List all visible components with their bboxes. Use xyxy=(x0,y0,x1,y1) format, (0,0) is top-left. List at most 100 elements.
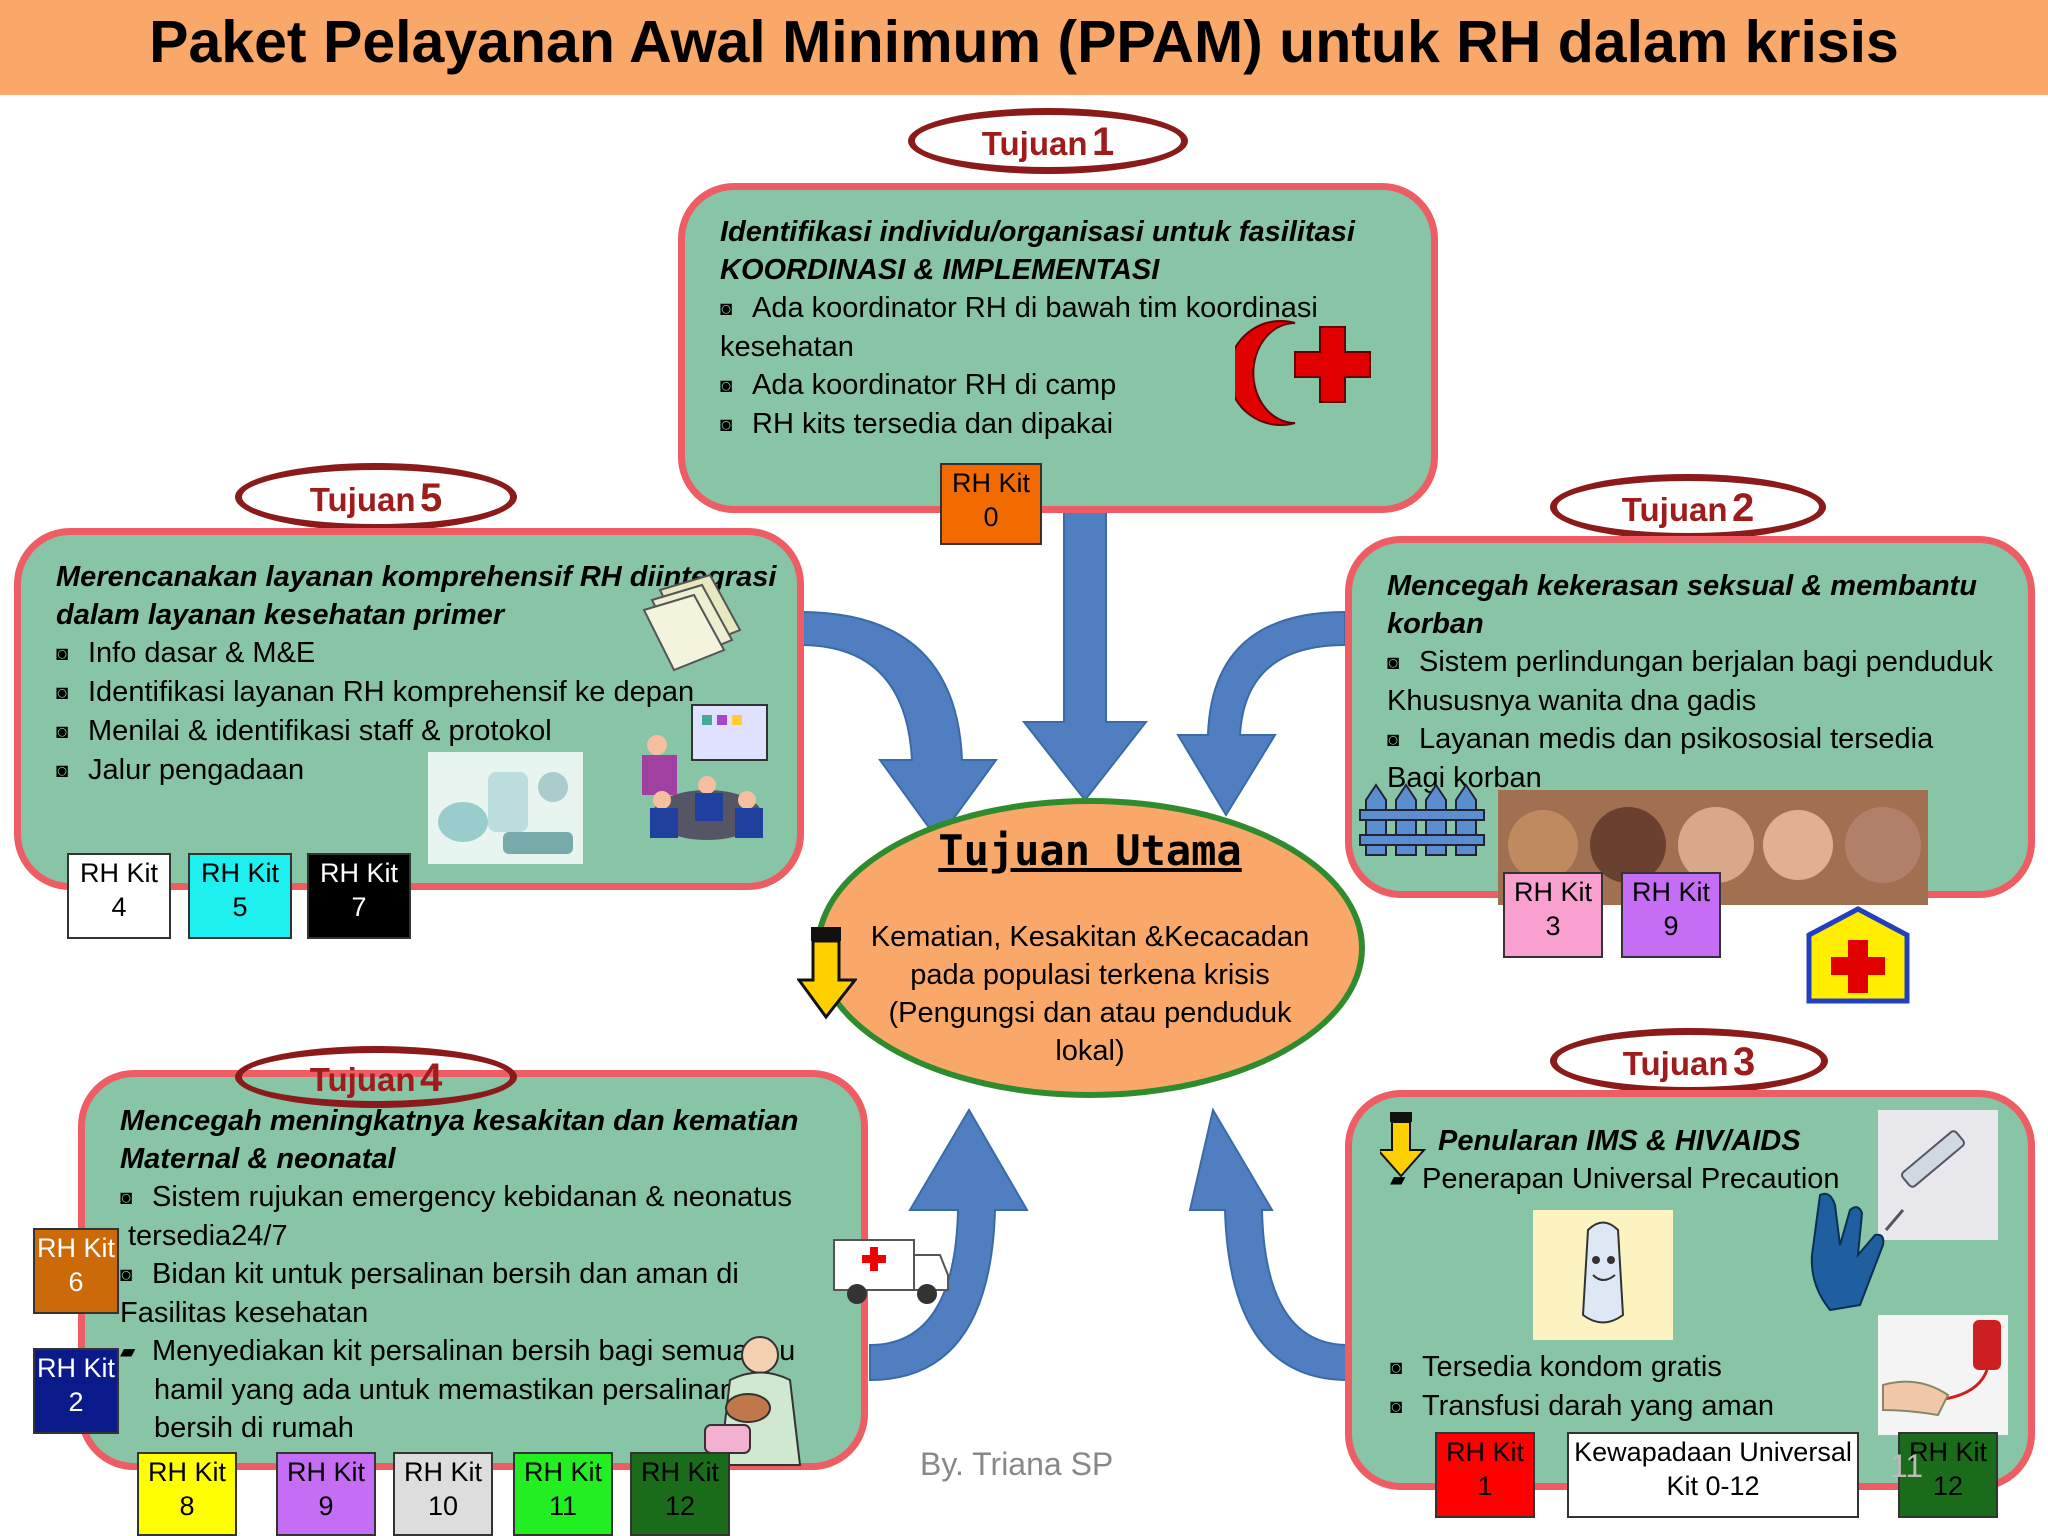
kit-2-label: RH Kit xyxy=(36,1353,115,1383)
goal5-item-3: Menilai & identifikasi staff & protokol xyxy=(88,715,552,747)
goal5-item-2: Identifikasi layanan RH komprehensif ke … xyxy=(88,676,695,708)
goal4-item-3-cont-1: hamil yang ada untuk memastikan persalin… xyxy=(154,1374,736,1406)
kit-8-num: 8 xyxy=(179,1491,195,1521)
kit-12b-num: 12 xyxy=(664,1491,696,1521)
kit-4-label: RH Kit xyxy=(79,858,158,888)
main-goal-ellipse xyxy=(815,798,1365,1098)
kit-6-label: RH Kit xyxy=(36,1233,115,1263)
kit-1-label: RH Kit xyxy=(1445,1437,1524,1467)
kit-5: RH Kit 5 xyxy=(188,853,292,939)
main-goal-line-2: pada populasi terkena krisis xyxy=(910,959,1270,991)
kit-9-num: 9 xyxy=(1663,911,1679,941)
goal3-label: Tujuan 3 xyxy=(1550,1028,1828,1094)
kit-3-label: RH Kit xyxy=(1513,877,1592,907)
page-title: Paket Pelayanan Awal Minimum (PPAM) untu… xyxy=(149,9,1899,75)
bullet-icon: ◙ xyxy=(1390,1357,1403,1379)
health-post-icon xyxy=(1806,906,1910,1004)
blood-transfusion-picture xyxy=(1878,1315,2008,1435)
kit-7-label: RH Kit xyxy=(319,858,398,888)
goal2-label: Tujuan 2 xyxy=(1550,474,1826,540)
red-crescent-cross-icon xyxy=(1235,320,1371,426)
kit-9b-label: RH Kit xyxy=(286,1457,365,1487)
goal4-item-1-cont: tersedia24/7 xyxy=(128,1220,288,1252)
goal4-text: Mencegah meningkatnya kesakitan dan kema… xyxy=(120,1102,860,1447)
goal4-label: Tujuan 4 xyxy=(235,1046,517,1108)
goal5-label-word: Tujuan xyxy=(309,481,416,518)
bullet-icon: ◙ xyxy=(56,643,69,665)
arrow-goal5 xyxy=(799,610,998,842)
goal3-item-1: Penerapan Universal Precaution xyxy=(1422,1163,1840,1195)
page-number: 11 xyxy=(1890,1448,1924,1484)
fence-icon xyxy=(1359,783,1485,856)
kit-7-num: 7 xyxy=(351,892,367,922)
goal5-label: Tujuan 5 xyxy=(235,463,517,531)
kit-0-num: 0 xyxy=(983,502,999,532)
kit-universal-label: Kewapadaan Universal xyxy=(1574,1437,1852,1467)
medical-supplies-picture xyxy=(428,752,583,864)
kit-6-num: 6 xyxy=(68,1267,84,1297)
kit-3-num: 3 xyxy=(1545,911,1561,941)
goal5-heading-1: Merencanakan layanan komprehensif RH dii… xyxy=(56,561,777,593)
kit-11-label: RH Kit xyxy=(523,1457,602,1487)
goal5-text: Merencanakan layanan komprehensif RH dii… xyxy=(56,558,916,790)
bullet-icon: ◙ xyxy=(1387,729,1400,751)
goal1-item-3: RH kits tersedia dan dipakai xyxy=(752,408,1114,440)
goal5-heading-2: dalam layanan kesehatan primer xyxy=(56,599,505,631)
goal3-label-num: 3 xyxy=(1732,1040,1756,1084)
bullet-icon: ◙ xyxy=(1390,1396,1403,1418)
meeting-people-icon xyxy=(642,704,768,840)
arrow-goal4 xyxy=(869,1108,1029,1382)
goal2-item-2: Layanan medis dan psikososial tersedia xyxy=(1419,723,1934,755)
goal2-heading-2: korban xyxy=(1387,608,1484,640)
kit-2-num: 2 xyxy=(68,1387,84,1417)
kit-12-label: RH Kit xyxy=(1908,1437,1987,1467)
goal3-text-bottom: ◙Tersedia kondom gratis ◙Transfusi darah… xyxy=(1390,1348,1870,1426)
goal5-item-4: Jalur pengadaan xyxy=(88,754,305,786)
main-goal-title: Tujuan Utama xyxy=(938,826,1242,875)
kit-10-label: RH Kit xyxy=(403,1457,482,1487)
kit-universal: Kewapadaan Universal Kit 0-12 xyxy=(1567,1432,1859,1518)
goal2-label-word: Tujuan xyxy=(1621,491,1728,528)
goal4-item-1: Sistem rujukan emergency kebidanan & neo… xyxy=(152,1181,792,1213)
kit-4: RH Kit 4 xyxy=(67,853,171,939)
kit-9-goal4: RH Kit 9 xyxy=(276,1452,376,1536)
goal5-item-1: Info dasar & M&E xyxy=(88,637,316,669)
header-bar xyxy=(0,0,2048,95)
goal1-item-1-cont: kesehatan xyxy=(720,331,854,363)
goal1-heading-1: Identifikasi individu/organisasi untuk f… xyxy=(720,216,1355,248)
main-goal-line-3: (Pengungsi dan atau penduduk xyxy=(888,997,1292,1029)
goal4-label-num: 4 xyxy=(419,1056,443,1100)
goal4-label-word: Tujuan xyxy=(309,1061,416,1098)
bullet-icon: ◙ xyxy=(120,1187,133,1209)
kit-8: RH Kit 8 xyxy=(137,1452,237,1536)
bullet-icon: ◙ xyxy=(56,760,69,782)
kit-12-num: 12 xyxy=(1932,1471,1964,1501)
goal4-item-2-cont: Fasilitas kesehatan xyxy=(120,1297,369,1329)
main-goal-body: Kematian, Kesakitan &Kecacadan pada popu… xyxy=(840,918,1340,1070)
kit-6: RH Kit 6 xyxy=(33,1228,119,1314)
goal4-heading-2: Maternal & neonatal xyxy=(120,1143,396,1175)
kit-9b-num: 9 xyxy=(318,1491,334,1521)
kit-4-num: 4 xyxy=(111,892,127,922)
arrow-goal1 xyxy=(1021,511,1149,802)
goal5-label-num: 5 xyxy=(419,476,443,520)
goal1-heading-2: KOORDINASI & IMPLEMENTASI xyxy=(720,254,1160,286)
down-arrow-small-icon xyxy=(1380,1112,1427,1178)
kit-12b-label: RH Kit xyxy=(640,1457,719,1487)
kit-3: RH Kit 3 xyxy=(1503,872,1603,958)
main-goal-line-4: lokal) xyxy=(1055,1035,1125,1067)
bullet-icon: ◙ xyxy=(720,298,733,320)
goal3-item-2: Tersedia kondom gratis xyxy=(1422,1351,1722,1383)
goal1-text: Identifikasi individu/organisasi untuk f… xyxy=(720,213,1420,444)
bullet-icon: ◙ xyxy=(1387,652,1400,674)
goal1-box xyxy=(678,183,1438,513)
kit-11-num: 11 xyxy=(548,1491,578,1521)
bullet-icon: ◙ xyxy=(56,721,69,743)
condom-mascot-icon xyxy=(1533,1210,1673,1340)
bullet-icon: ▰ xyxy=(120,1341,136,1363)
kit-5-label: RH Kit xyxy=(200,858,279,888)
kit-8-label: RH Kit xyxy=(147,1457,226,1487)
bullet-icon: ◙ xyxy=(120,1264,133,1286)
kit-9-goal2: RH Kit 9 xyxy=(1621,872,1721,958)
